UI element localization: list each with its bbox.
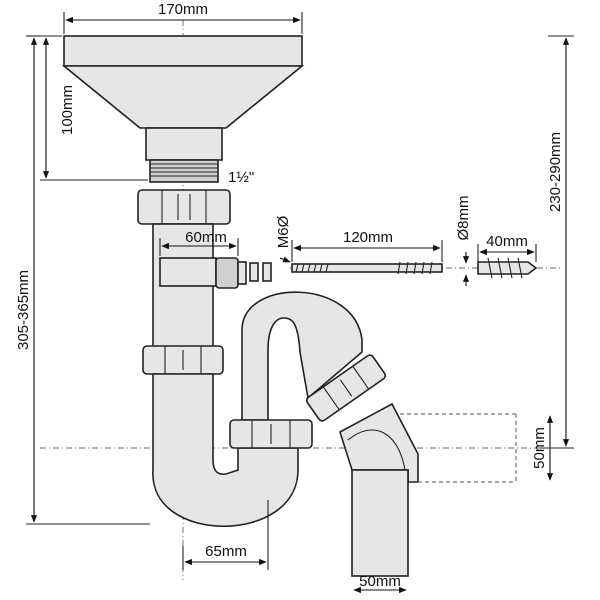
label-outlet-height: 230-290mm (547, 132, 564, 212)
label-trap-offset: 65mm (205, 543, 247, 560)
label-thread-size: 1½" (228, 169, 254, 186)
wall-plug (477, 257, 538, 279)
label-bolt-length: 120mm (343, 229, 393, 246)
label-bolt-thread: M6Ø (275, 215, 292, 248)
label-plug-diameter: Ø8mm (455, 196, 472, 241)
top-nut (137, 189, 231, 225)
dimension-labels: 170mm 100mm 1½" 60mm M6Ø 120mm Ø8mm 40mm… (15, 1, 564, 590)
label-funnel-height: 100mm (59, 85, 76, 135)
dimension-lines (26, 12, 574, 594)
label-pipe-diameter: 50mm (359, 573, 401, 590)
label-outlet-diameter: 50mm (531, 427, 548, 469)
side-inlet (159, 257, 272, 289)
outlet-pipe (339, 402, 517, 577)
label-plug-length: 40mm (486, 233, 528, 250)
label-bracket-width: 60mm (185, 229, 227, 246)
label-overall-height: 305-365mm (15, 270, 32, 350)
funnel (61, 35, 305, 183)
label-funnel-width: 170mm (158, 1, 208, 18)
trap-body (142, 291, 387, 528)
screw-bolt (291, 261, 443, 275)
